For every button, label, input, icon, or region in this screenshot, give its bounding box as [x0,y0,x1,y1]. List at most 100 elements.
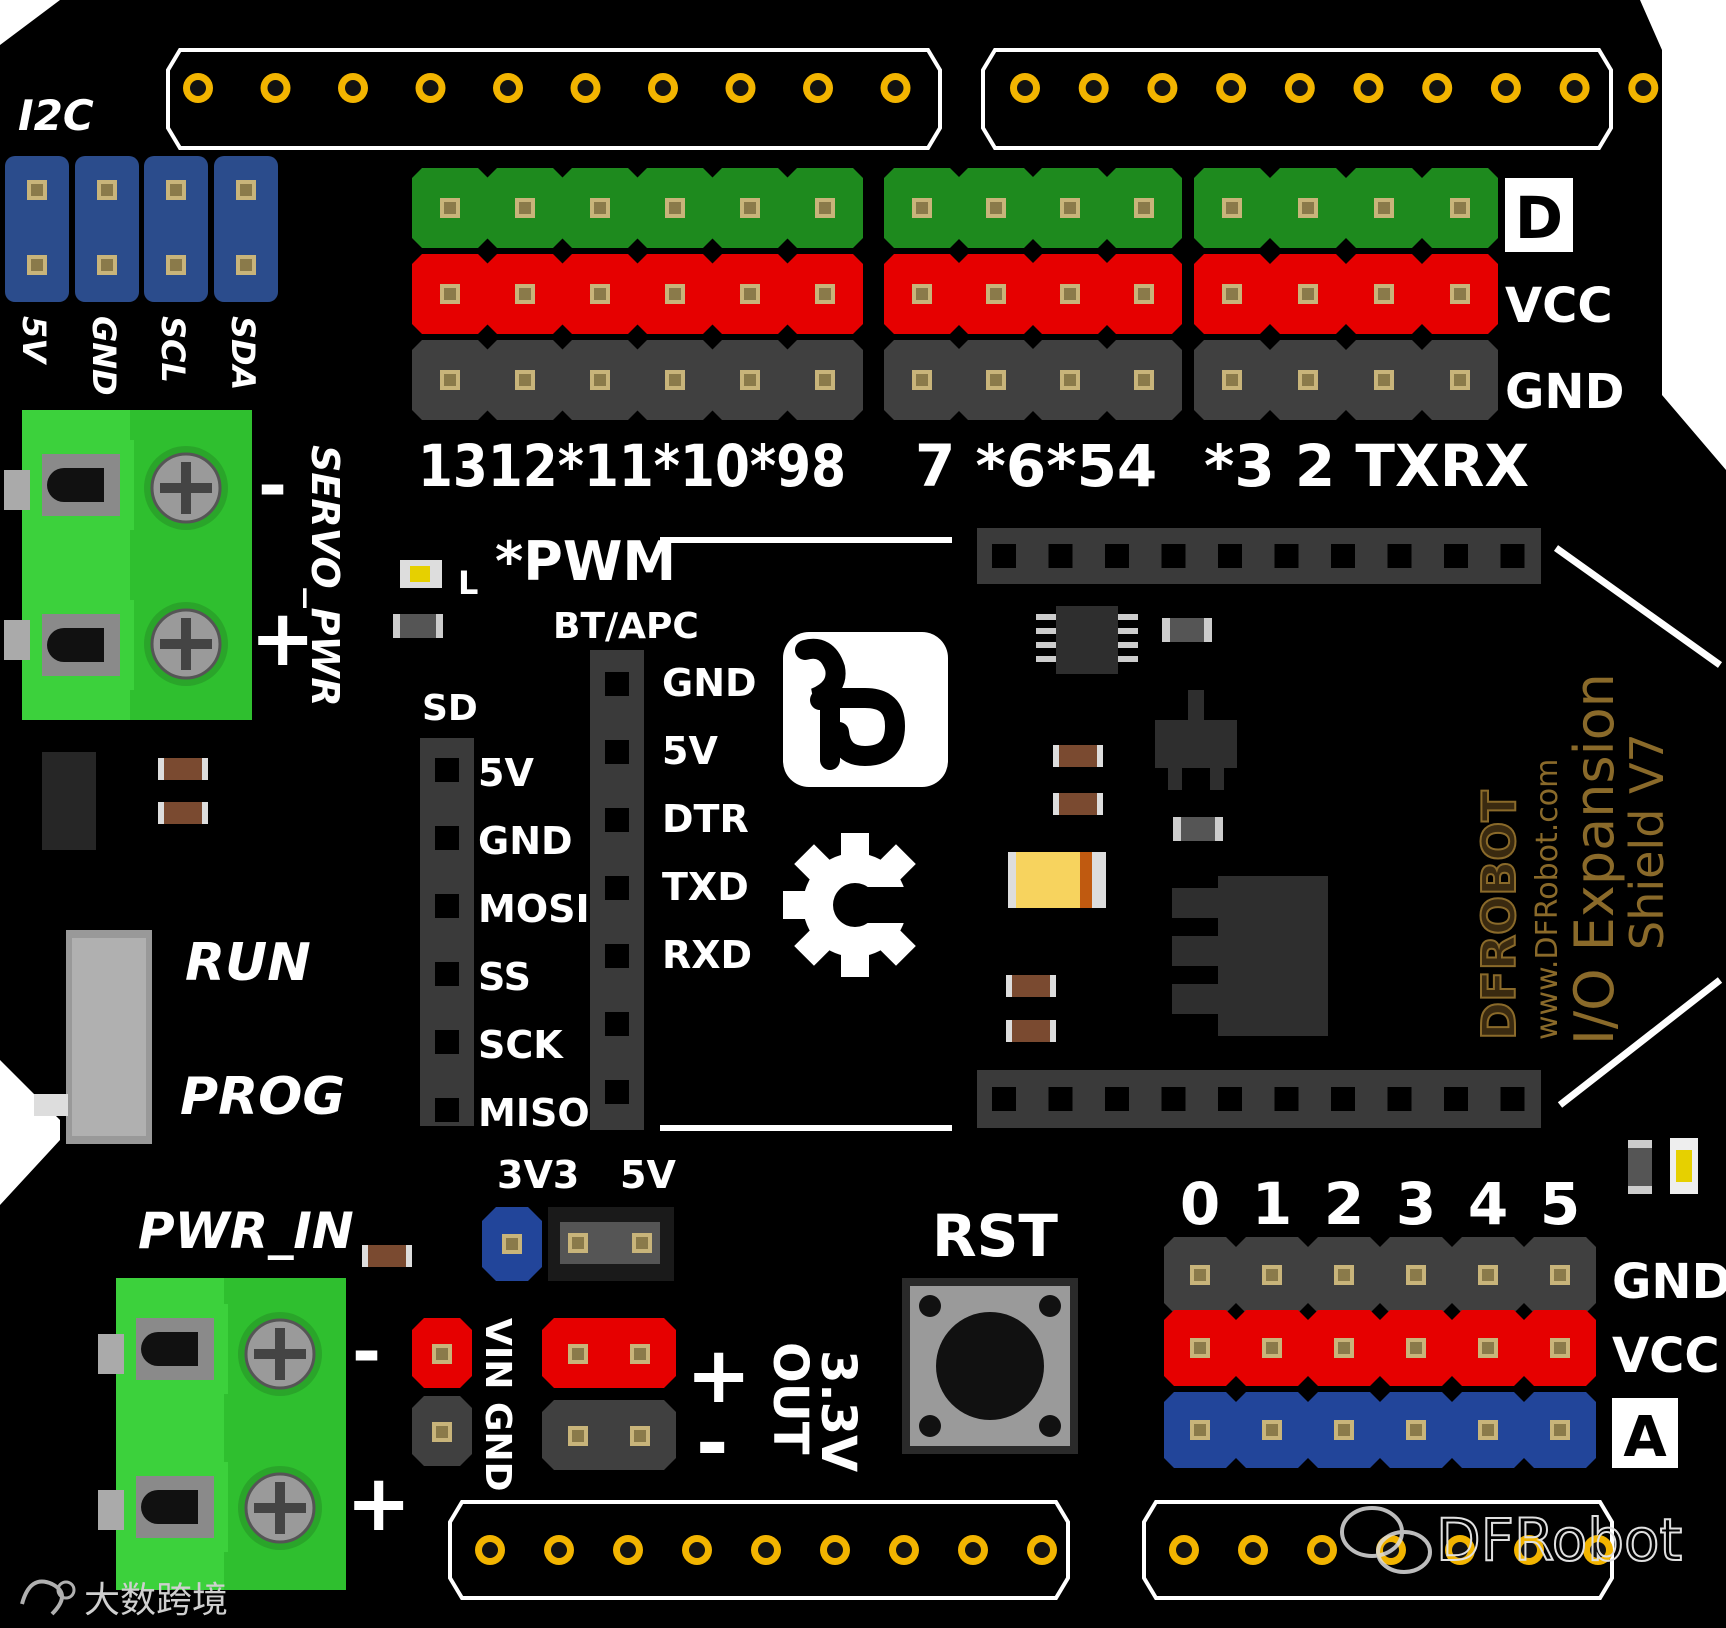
module-socket-pin [1161,1087,1186,1111]
header-hole [1307,1535,1337,1565]
module-socket-pin [1500,1087,1525,1111]
sd-pin [435,826,459,850]
bottom-header-left [448,1500,1070,1600]
header-hole [1147,73,1178,103]
pin [912,284,932,304]
module-socket-pin [1387,1087,1412,1111]
pin [1550,1420,1570,1440]
watermark-dfrobot: DFRobot [1436,1506,1682,1574]
pwm-note: *PWM [495,530,676,593]
run-prog-switch[interactable] [34,930,152,1144]
pin [1190,1265,1210,1285]
fuse [1008,852,1106,908]
pin [740,198,760,218]
header-hole [1490,73,1521,103]
pin [236,180,256,200]
servo-minus: - [258,445,287,527]
i2c-pin-column [214,156,278,302]
module-socket-pin [1444,1087,1468,1111]
header-hole [751,1535,781,1565]
product-name-line2: Shield V7 [1620,733,1674,950]
sd-header [420,738,474,1126]
i2c-title: I2C [18,91,94,140]
pin [1406,1265,1426,1285]
out-33v-label: 3.3V [810,1350,866,1472]
analog-pin-number: 3 [1396,1170,1436,1238]
pin [986,198,1006,218]
i2c-pin-label: SCL [154,316,192,383]
header-hole [183,73,213,103]
header-hole [1238,1535,1268,1565]
pin [1406,1338,1426,1358]
eeprom-chip [1036,606,1138,674]
pin [1450,284,1470,304]
wechat-icon [1340,1506,1432,1574]
pin [986,370,1006,390]
pin [590,370,610,390]
pin [1374,198,1394,218]
bt-apc-pin-label: GND [662,661,757,705]
module-socket-pin [1218,544,1242,568]
header-hole [958,1535,988,1565]
digital-pin-numbers-c: *3 2 TXRX [1204,432,1529,500]
header-hole [803,73,833,103]
module-socket-pin [1105,544,1129,568]
pin [1298,370,1318,390]
digital-pin-numbers-a: 1312*11*10*98 [418,432,846,500]
out-plus: + [686,1331,751,1421]
module-socket-pin [1331,544,1355,568]
pin [1134,284,1154,304]
module-socket-pin [1048,544,1073,568]
pin [740,284,760,304]
bt-apc-pin [605,808,629,832]
bt-apc-pin [605,1080,629,1104]
header-hole [682,1535,712,1565]
analog-vcc-label: VCC [1612,1328,1720,1384]
header-hole [1284,73,1315,103]
pin [815,284,835,304]
header-hole [1216,73,1247,103]
pin [1222,198,1242,218]
sd-pin-label: 5V [478,751,534,795]
i2c-pin-column [5,156,69,302]
bt-apc-pin-label: 5V [662,729,718,773]
pin [1478,1338,1498,1358]
analog-letter-box [1612,1398,1678,1468]
header-hole [415,73,446,103]
analog-gnd-label: GND [1612,1254,1726,1310]
bt-apc-pin-label: TXD [662,865,749,909]
header-hole [613,1535,643,1565]
reset-button[interactable] [902,1278,1078,1454]
3v3-out-pins [542,1318,676,1470]
pin [515,198,535,218]
jumper-3v3-label: 3V3 [497,1153,579,1197]
pin [912,370,932,390]
voltage-select-jumper[interactable] [482,1207,674,1281]
i2c-header [5,156,278,302]
power-regulator [1172,876,1328,1036]
header-hole [889,1535,919,1565]
sd-pin [435,1098,459,1122]
module-socket-pin [1500,544,1525,568]
header-hole [725,73,756,103]
led-l-label: L [458,564,478,602]
analog-pin-number: 1 [1252,1170,1292,1238]
servo-pwr-label: SERVO_PWR [303,445,347,707]
header-hole [493,73,523,103]
gnd-vertical-label: GND [477,1402,518,1492]
module-socket-pin [1444,544,1468,568]
pin [590,198,610,218]
servo-plus: + [250,594,315,684]
header-hole [544,1535,574,1565]
pin [1550,1265,1570,1285]
pin [97,255,117,275]
pin [1478,1265,1498,1285]
module-socket-pin [992,1087,1016,1111]
module-socket-pin [1218,1087,1242,1111]
switch-run-label: RUN [185,933,311,993]
dfrobot-logo-icon [783,632,948,787]
i2c-pin-label: GND [85,316,123,396]
i2c-pin-column [144,156,208,302]
brand-dfrobot: DFROBOT [1472,790,1526,1040]
pin [740,370,760,390]
